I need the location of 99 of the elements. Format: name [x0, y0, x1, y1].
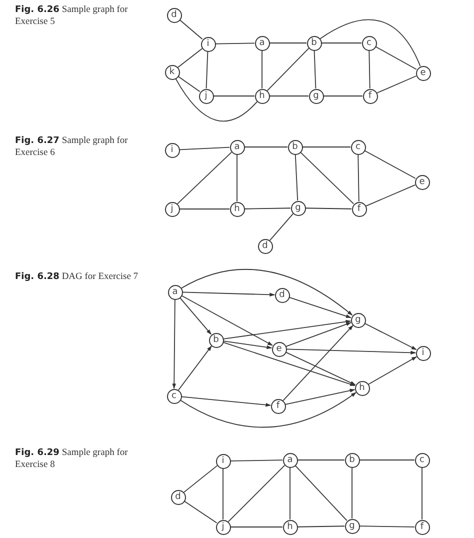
arrow [286, 322, 352, 347]
edge-line [206, 51, 208, 89]
vertex-circle: c [350, 140, 366, 154]
arrow [364, 322, 417, 350]
edge-line [305, 208, 352, 210]
edge-line [184, 500, 218, 524]
edge-line [368, 50, 370, 89]
vertex-circle: g [308, 88, 324, 104]
edge-line [179, 19, 203, 40]
edge-line [302, 146, 351, 148]
vertex-circle: i [200, 36, 216, 52]
vertex-circle: h [354, 380, 370, 396]
edge-line [297, 526, 345, 528]
arrow [181, 396, 272, 407]
vertex-circle: e [272, 342, 286, 356]
edge-line [320, 19, 421, 66]
vertex-circle: c [414, 452, 430, 468]
figure-caption: Fig. 6.29 Sample graph for Exercise 8 [15, 448, 129, 472]
figure-caption: Fig. 6.28 DAG for Exercise 7 [15, 272, 140, 284]
vertex-circle: d [274, 288, 290, 302]
edge-line [358, 154, 360, 202]
vertex-circle: a [254, 36, 270, 50]
edge-line [244, 208, 291, 210]
edge-line [175, 78, 258, 122]
vertex-circle: f [352, 202, 366, 216]
edge-line [176, 152, 232, 204]
edge-line [179, 146, 230, 150]
vertex-circle: d [170, 490, 186, 504]
vertex-circle: b [306, 36, 322, 50]
vertex-circle: h [282, 520, 298, 534]
edge-line [300, 152, 354, 204]
edge-line [266, 48, 310, 92]
edge-line [215, 42, 255, 44]
vertex-circle: g [290, 200, 306, 216]
edge-line [178, 76, 200, 92]
vertex-circle: b [208, 332, 224, 348]
edge-line [359, 526, 415, 528]
vertex-circle: b [288, 140, 302, 154]
vertex-circle: c [362, 36, 376, 50]
arrow [181, 269, 353, 316]
vertex-circle: d [258, 238, 272, 254]
arrow [181, 295, 273, 346]
vertex-circle: j [216, 520, 230, 534]
edge-line [177, 48, 203, 68]
edge-line [365, 184, 416, 206]
vertex-circle: f [414, 520, 430, 534]
edge-line [244, 146, 288, 148]
vertex-circle: h [230, 202, 244, 216]
arrow [282, 325, 354, 401]
vertex-circle: a [282, 452, 298, 468]
vertex-circle: i [164, 142, 180, 158]
vertex-circle: d [166, 8, 182, 22]
edge-line [228, 464, 286, 522]
edge-line [321, 42, 362, 44]
edge-line [230, 526, 283, 528]
figure-caption: Fig. 6.26 Sample graph for Exercise 5 [15, 5, 129, 29]
arrow [284, 388, 356, 405]
vertex-circle: a [230, 140, 244, 154]
edge-line [222, 468, 224, 520]
vertex-circle: b [344, 452, 360, 468]
vertex-circle: g [350, 312, 366, 328]
edge-line [364, 150, 416, 179]
arrow [285, 352, 356, 386]
edge-line [375, 46, 417, 70]
figure-caption: Fig. 6.27 Sample graph for Exercise 6 [15, 136, 129, 160]
arrow [222, 320, 352, 340]
arrow [182, 292, 276, 297]
arrow [178, 346, 212, 390]
vertex-circle: a [168, 284, 182, 300]
edge-line [179, 208, 230, 210]
vertex-circle: i [416, 346, 430, 360]
edge-line [269, 213, 294, 241]
edge-line [183, 465, 218, 493]
vertex-circle: f [270, 398, 286, 414]
vertex-circle: i [216, 454, 230, 468]
arrow [368, 356, 417, 385]
vertex-circle: c [166, 388, 182, 404]
vertex-circle: k [164, 64, 180, 80]
arrow [222, 342, 356, 386]
arrow [222, 340, 272, 350]
vertex-circle: j [164, 202, 180, 216]
arrow [286, 348, 416, 355]
edge-line [294, 465, 348, 521]
vertex-circle: g [344, 518, 360, 534]
vertex-circle: f [362, 88, 378, 104]
edge-line [294, 154, 298, 201]
arrow [180, 392, 356, 428]
edge-line [230, 460, 283, 462]
vertex-circle: h [254, 88, 270, 104]
edge-line [376, 76, 417, 94]
arrow [172, 299, 176, 390]
arrow [179, 297, 212, 335]
vertex-circle: e [414, 174, 430, 190]
arrow [288, 296, 352, 318]
edge-line [314, 50, 316, 89]
vertex-circle: e [416, 66, 430, 80]
vertex-circle: j [198, 88, 214, 104]
edge-line [269, 42, 307, 44]
edge-line [236, 154, 238, 202]
